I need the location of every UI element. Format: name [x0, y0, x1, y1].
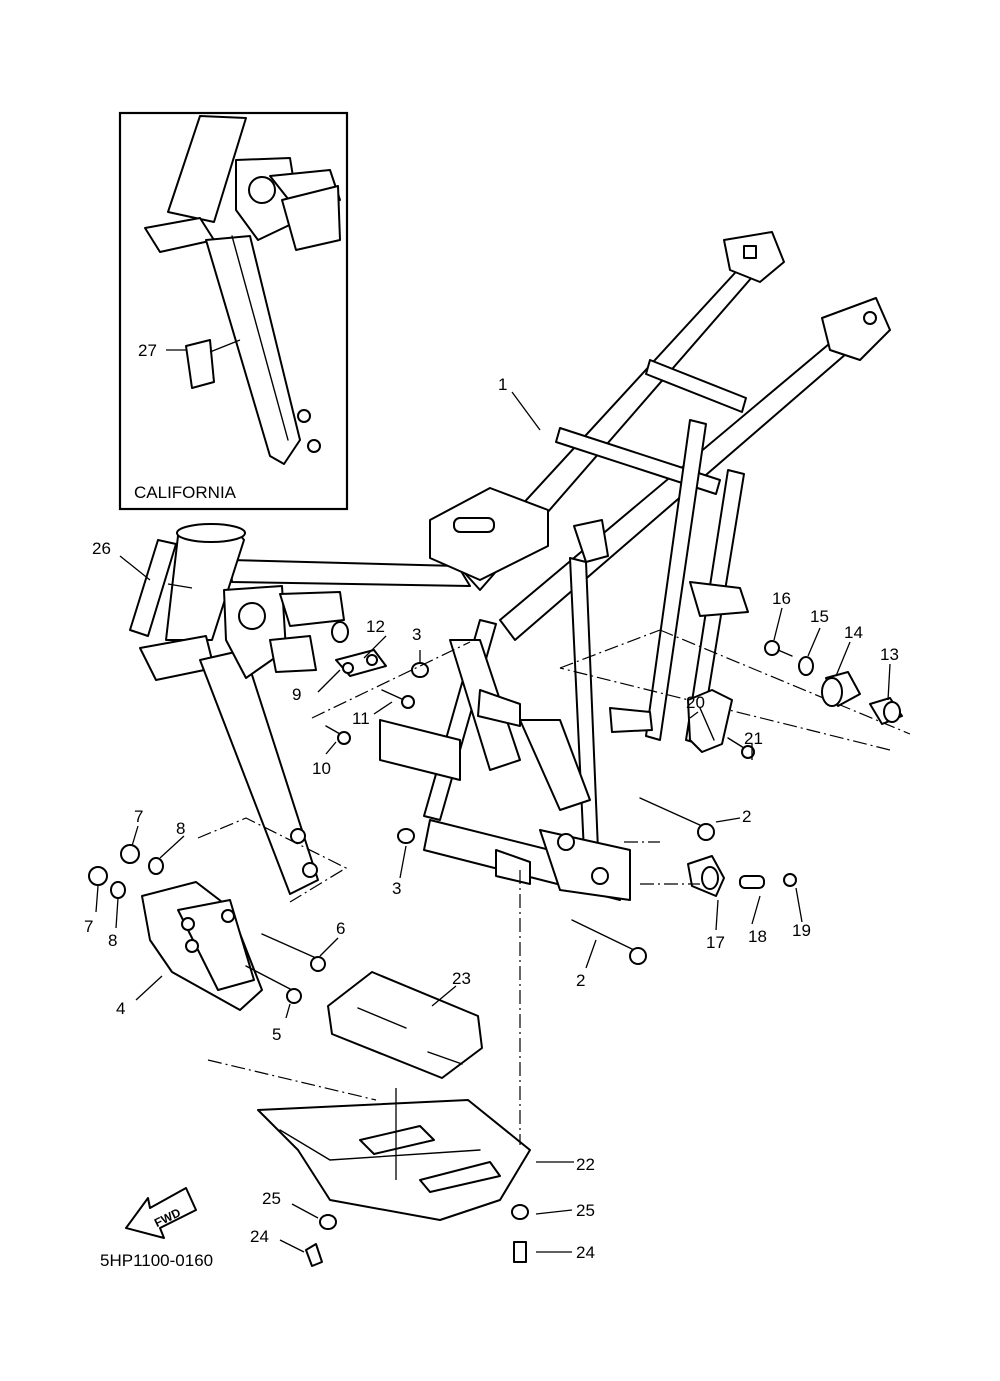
- callout-11: 11: [352, 709, 370, 728]
- california-inset: 27 CALIFORNIA: [118, 111, 349, 511]
- callout-25: 25: [262, 1189, 281, 1208]
- callout-17: 17: [706, 933, 725, 952]
- fwd-arrow: FWD: [125, 1187, 197, 1239]
- callout-2: 2: [742, 807, 751, 826]
- callout-15: 15: [810, 607, 829, 626]
- callout-24: 24: [576, 1243, 595, 1262]
- engine-mount-hardware: [311, 621, 911, 965]
- california-label: CALIFORNIA: [134, 483, 237, 502]
- callout-8: 8: [176, 819, 185, 838]
- callout-6: 6: [336, 919, 345, 938]
- callout-23: 23: [452, 969, 471, 988]
- callout-2: 2: [576, 971, 585, 990]
- callout-7: 7: [134, 807, 143, 826]
- callout-1: 1: [498, 375, 507, 394]
- callout-8: 8: [108, 931, 117, 950]
- callout-3: 3: [412, 625, 421, 644]
- front-engine-bracket: [88, 817, 377, 1101]
- callout-12: 12: [366, 617, 385, 636]
- callout-5: 5: [272, 1025, 281, 1044]
- callout-10: 10: [312, 759, 331, 778]
- callout-numbers: 1 2 2 3 3 4 5 6 7 7 8 8 9 10 11 12 13 14…: [84, 375, 899, 1262]
- callout-22: 22: [576, 1155, 595, 1174]
- callout-19: 19: [792, 921, 811, 940]
- callout-3: 3: [392, 879, 401, 898]
- callout-9: 9: [292, 685, 301, 704]
- callout-4: 4: [116, 999, 125, 1018]
- main-frame: [139, 231, 891, 901]
- callout-13: 13: [880, 645, 899, 664]
- callout-27: 27: [138, 341, 157, 360]
- callout-7: 7: [84, 917, 93, 936]
- leader-lines: [95, 391, 891, 1019]
- callout-24: 24: [250, 1227, 269, 1246]
- callout-20: 20: [686, 693, 705, 712]
- callout-18: 18: [748, 927, 767, 946]
- callout-16: 16: [772, 589, 791, 608]
- skid-plate-assembly: [257, 870, 574, 1267]
- callout-26: 26: [92, 539, 111, 558]
- callout-25: 25: [576, 1201, 595, 1220]
- label-sticker-26: 26: [92, 539, 193, 637]
- callout-14: 14: [844, 623, 863, 642]
- diagram-code: 5HP1100-0160: [100, 1251, 213, 1270]
- callout-21: 21: [744, 729, 763, 748]
